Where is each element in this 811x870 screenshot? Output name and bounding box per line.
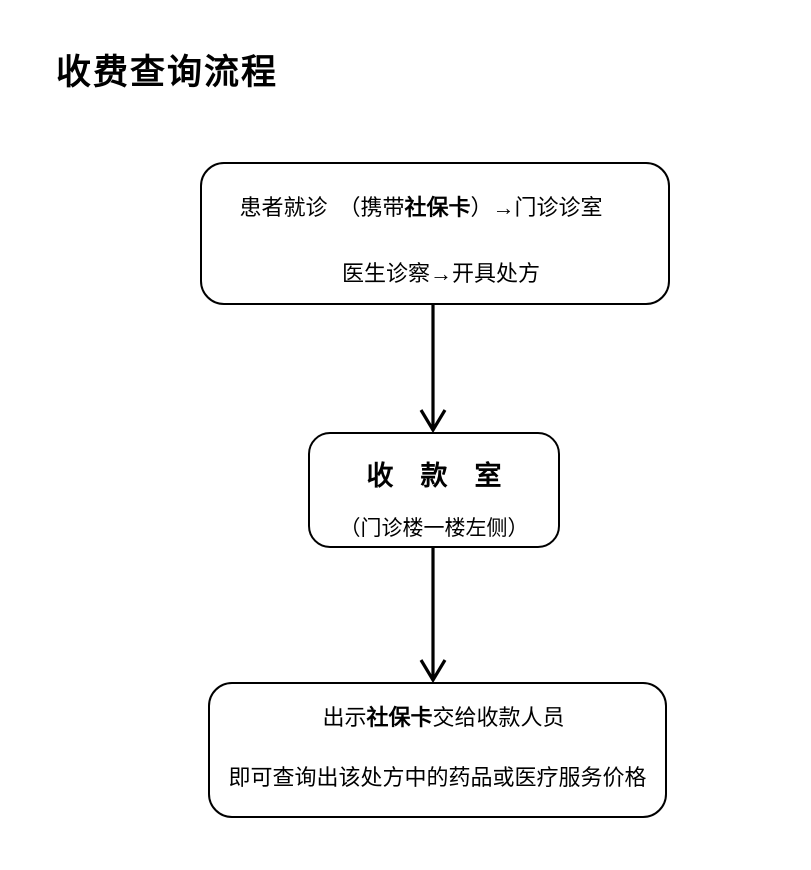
flow-box-patient-visit: 患者就诊 （携带社保卡）→门诊诊室 医生诊察→开具处方: [200, 162, 670, 305]
step3-line1-post: 交给收款人员: [432, 705, 565, 730]
flow-box-line: 即可查询出该处方中的药品或医疗服务价格: [228, 765, 647, 790]
step1-line1-post: ）→门诊诊室: [470, 195, 603, 220]
step3-line1-pre: 出示: [322, 705, 367, 730]
flow-box-title: 收 款 室: [366, 461, 502, 491]
flow-box-line: 医生诊察→开具处方: [341, 261, 540, 286]
step3-line1-bold: 社保卡: [366, 705, 433, 730]
flow-box-cashier-office: 收 款 室 （门诊楼一楼左侧）: [308, 432, 560, 548]
flow-box-subtitle: （门诊楼一楼左侧）: [339, 516, 529, 540]
flow-box-line: 患者就诊 （携带社保卡）→门诊诊室: [188, 195, 654, 221]
flow-box-line: 出示社保卡交给收款人员: [216, 705, 671, 731]
step1-line1-pre: 患者就诊 （携带: [239, 195, 405, 220]
arrow-down-connector-1: [419, 304, 447, 434]
page-title: 收费查询流程: [56, 53, 279, 92]
flow-box-price-inquiry: 出示社保卡交给收款人员 即可查询出该处方中的药品或医疗服务价格: [208, 682, 667, 818]
arrow-down-connector-2: [419, 547, 447, 684]
step1-line1-bold: 社保卡: [404, 195, 471, 220]
